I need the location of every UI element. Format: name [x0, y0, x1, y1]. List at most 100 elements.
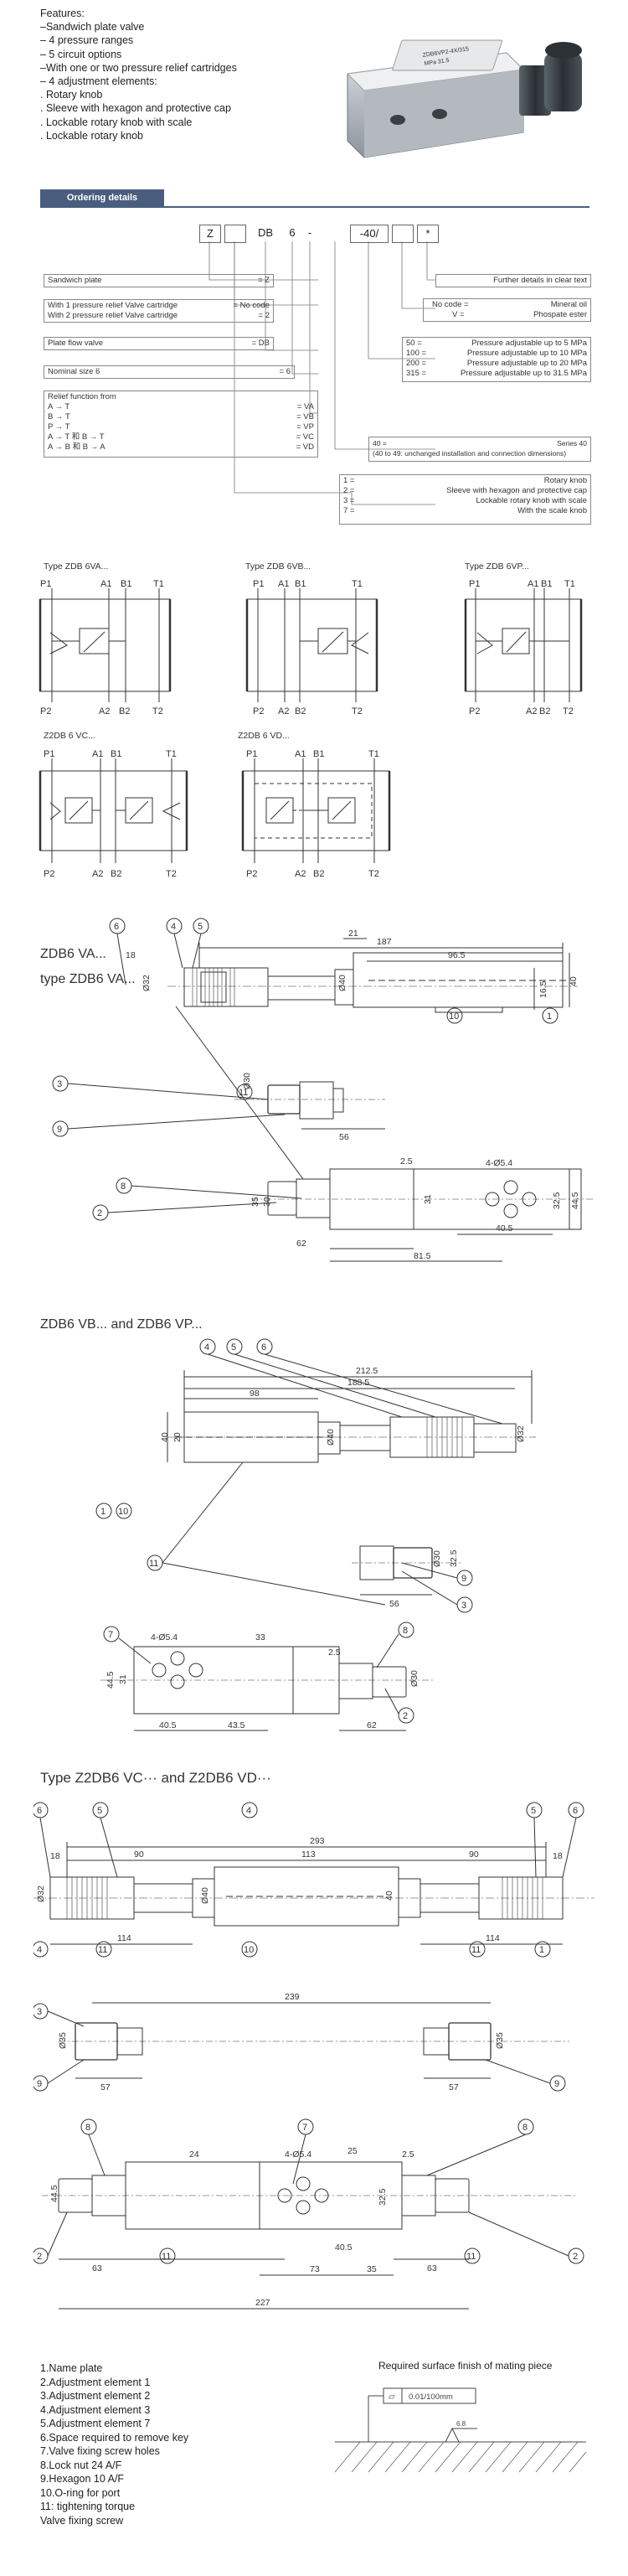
option-code: = No code [233, 301, 270, 310]
option-code: = 2 [258, 311, 270, 320]
legend-item: Valve fixing screw [40, 2514, 124, 2527]
dimension: 35 [250, 1197, 260, 1207]
dimension: 63 [92, 2263, 102, 2273]
hydraulic-symbols: P1 A1 B1 T1 P2 A2 B2 T2 P1 A1 B1 T1 P2 A… [39, 579, 583, 879]
port-label: P1 [469, 579, 480, 589]
dimension: 32.5 [449, 1549, 459, 1567]
flatness-symbol: ▱ [389, 2392, 395, 2402]
feature-item: . Lockable rotary knob [40, 129, 143, 142]
option-label: A → B 和 B → A [48, 442, 106, 452]
option-code: = VD [296, 442, 314, 452]
option-label: B → T [48, 412, 70, 422]
drawing-zdb6vb-vp: 4 5 6 1 10 11 9 3 7 8 2 212.5 188.5 98 4… [95, 1338, 536, 1731]
tolerance-value: 0.01/100mm [409, 2392, 453, 2402]
ordering-details-tab: Ordering details [40, 189, 164, 207]
callout-number: 6 [37, 1806, 42, 1816]
order-option-left: Sandwich plate= Z [44, 274, 274, 287]
dimension: 44.5 [570, 1192, 580, 1209]
dimension: 21 [348, 928, 358, 939]
dimension: 98 [250, 1389, 260, 1399]
port-label: T1 [153, 579, 164, 589]
legend-item: 7.Valve fixing screw holes [40, 2445, 160, 2457]
dimension: 188.5 [347, 1378, 369, 1388]
order-code-field: -40/ [350, 225, 389, 243]
callout-number: 7 [108, 1630, 113, 1640]
order-option-left: Nominal size 6= 6 [44, 365, 295, 379]
callout-number: 5 [531, 1806, 536, 1816]
port-label: P2 [253, 706, 264, 716]
option-code: = 6 [279, 367, 291, 376]
dimension: 90 [469, 1849, 479, 1860]
symbol-title: Type ZDB 6VB... [245, 561, 311, 572]
dimension: 2.5 [328, 1648, 341, 1658]
port-label: P1 [40, 579, 51, 589]
dimension: 40 [569, 976, 579, 986]
dimension: 113 [301, 1849, 316, 1860]
port-label: A2 [92, 869, 103, 879]
callout-number: 1 [539, 1945, 544, 1955]
callout-number: 6 [573, 1806, 578, 1816]
callout-number: 10 [244, 1945, 254, 1955]
feature-item: . Rotary knob [40, 89, 103, 101]
option-code: 100 = [406, 349, 427, 358]
option-label: Pressure adjustable up to 20 MPa [466, 359, 587, 368]
dimension: 81.5 [414, 1251, 431, 1261]
callout-number: 2 [573, 2252, 578, 2262]
callout-number: 4 [246, 1806, 251, 1816]
dimension: 18 [126, 950, 136, 960]
dimension: 212.5 [356, 1366, 378, 1376]
callout-number: 11 [466, 2252, 476, 2262]
dimension: 31 [423, 1194, 433, 1204]
drawing-zdb6va: 6 4 5 10 1 3 9 11 8 2 187 21 18 96.5 Ø32… [52, 918, 595, 1262]
dimension: 2.5 [402, 2149, 414, 2160]
dimension: 2.5 [400, 1156, 413, 1166]
port-label: T2 [352, 706, 363, 716]
legend-item: 4.Adjustment element 3 [40, 2403, 151, 2416]
port-label: B1 [541, 579, 552, 589]
callout-number: 11 [149, 1559, 158, 1569]
symbol-zdb6vb [245, 588, 378, 702]
dimension: 56 [389, 1599, 399, 1609]
option-label: Mineral oil [550, 300, 587, 309]
order-option-left: Relief function from A → T= VA B → T= VB… [44, 391, 318, 458]
callout-number: 11 [239, 1088, 248, 1098]
legend-item: 9.Hexagon 10 A/F [40, 2473, 125, 2485]
port-label: P2 [469, 706, 480, 716]
section-title: ZDB6 VB... and ZDB6 VP... [40, 1317, 203, 1332]
callout-number: 6 [114, 922, 119, 932]
callout-number: 8 [522, 2123, 528, 2133]
port-label: P1 [246, 749, 257, 759]
section-title: Type Z2DB6 VC··· and Z2DB6 VD··· [40, 1770, 271, 1786]
callout-number: 11 [162, 2252, 171, 2262]
dimension: 18 [50, 1851, 60, 1861]
option-label: A → T [48, 402, 70, 411]
port-label: T1 [166, 749, 177, 759]
legend: 1.Name plate 2.Adjustment element 1 3.Ad… [40, 2361, 188, 2527]
dimension: 20 [172, 1432, 183, 1442]
port-label: P2 [44, 869, 54, 879]
dimension: 35 [367, 2264, 377, 2274]
features-title: Features: [40, 8, 85, 19]
legend-item: 2.Adjustment element 1 [40, 2376, 151, 2388]
option-label: With 2 pressure relief Valve cartridge [48, 311, 178, 320]
port-label: A1 [295, 749, 306, 759]
option-code: = VA [296, 402, 314, 411]
dimension: 73 [310, 2264, 320, 2274]
section-title: ZDB6 VA... [40, 947, 106, 961]
section-title: type ZDB6 VA... [40, 972, 136, 986]
callout-number: 5 [97, 1806, 102, 1816]
option-label: Sandwich plate [48, 276, 102, 285]
dimension: 63 [427, 2263, 437, 2273]
option-label: Further details in clear text [493, 276, 587, 285]
callout-number: 3 [57, 1079, 62, 1089]
callout-number: 2 [403, 1711, 408, 1721]
port-label: T2 [563, 706, 574, 716]
order-option-right: 50 =Pressure adjustable up to 5 MPa 100 … [402, 337, 591, 382]
option-label: Pressure adjustable up to 5 MPa [471, 339, 587, 348]
dimension: Ø32 [36, 1885, 46, 1902]
option-code: 315 = [406, 369, 427, 378]
symbol-zdb6vp [464, 588, 583, 702]
dimension: 90 [134, 1849, 144, 1860]
feature-item: – 4 pressure ranges [40, 34, 134, 47]
dimension: 25 [347, 2146, 358, 2156]
